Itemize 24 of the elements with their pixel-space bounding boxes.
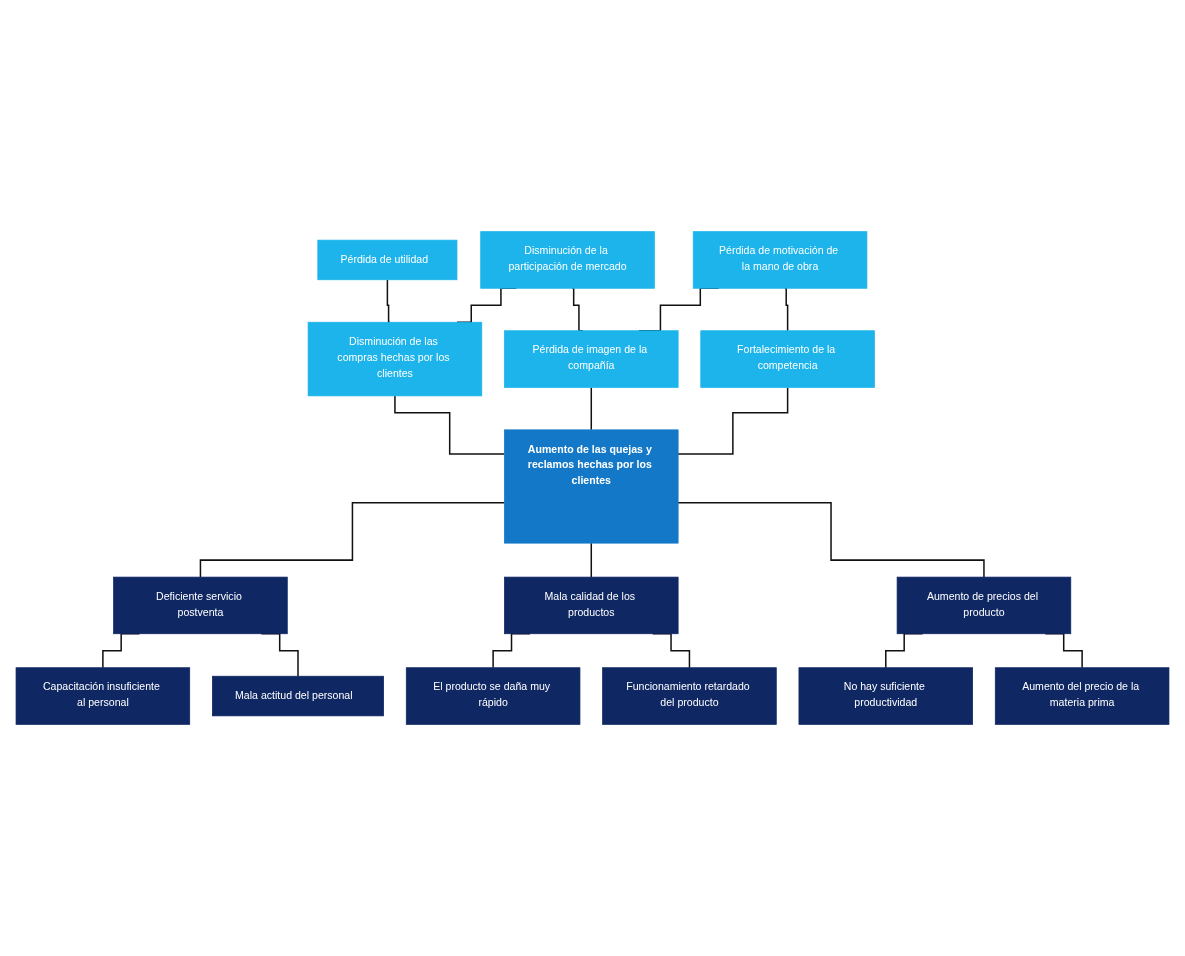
node-box: Pérdida de imagen de la compañía [504,330,679,388]
connector [677,502,985,578]
connector [199,502,506,578]
node-box: Pérdida de motivación de la mano de obra [692,231,868,289]
node-box: Mala calidad de los productos [504,576,679,635]
connector [394,395,506,455]
node-box: Disminución de las compras hechas por los clientes [307,321,483,397]
node-box: Aumento de precios del producto [896,576,1072,635]
node-box: Fortalecimiento de la competencia [700,330,875,388]
connector [386,279,391,323]
node-box: Aumento del precio de la materia prima [994,667,1170,725]
node-box: No hay suficiente productividad [798,667,973,725]
node-box: El producto se daña muy rápido [405,667,581,725]
connector [677,386,789,455]
node-box: Aumento de las quejas y reclamos hechas por los clientes [504,429,679,544]
node-box: Disminución de la participación de mercado [480,231,655,289]
node-box: Mala actitud del personal [212,675,384,717]
node-box: Pérdida de utilidad [317,239,458,281]
node-box: Funcionamiento retardado del producto [602,667,777,725]
connector [590,386,593,431]
connector [784,287,789,332]
connector [590,542,593,578]
node-box: Deficiente servicio postventa [113,576,288,635]
node-box: Capacitación insuficiente al personal [15,667,191,725]
